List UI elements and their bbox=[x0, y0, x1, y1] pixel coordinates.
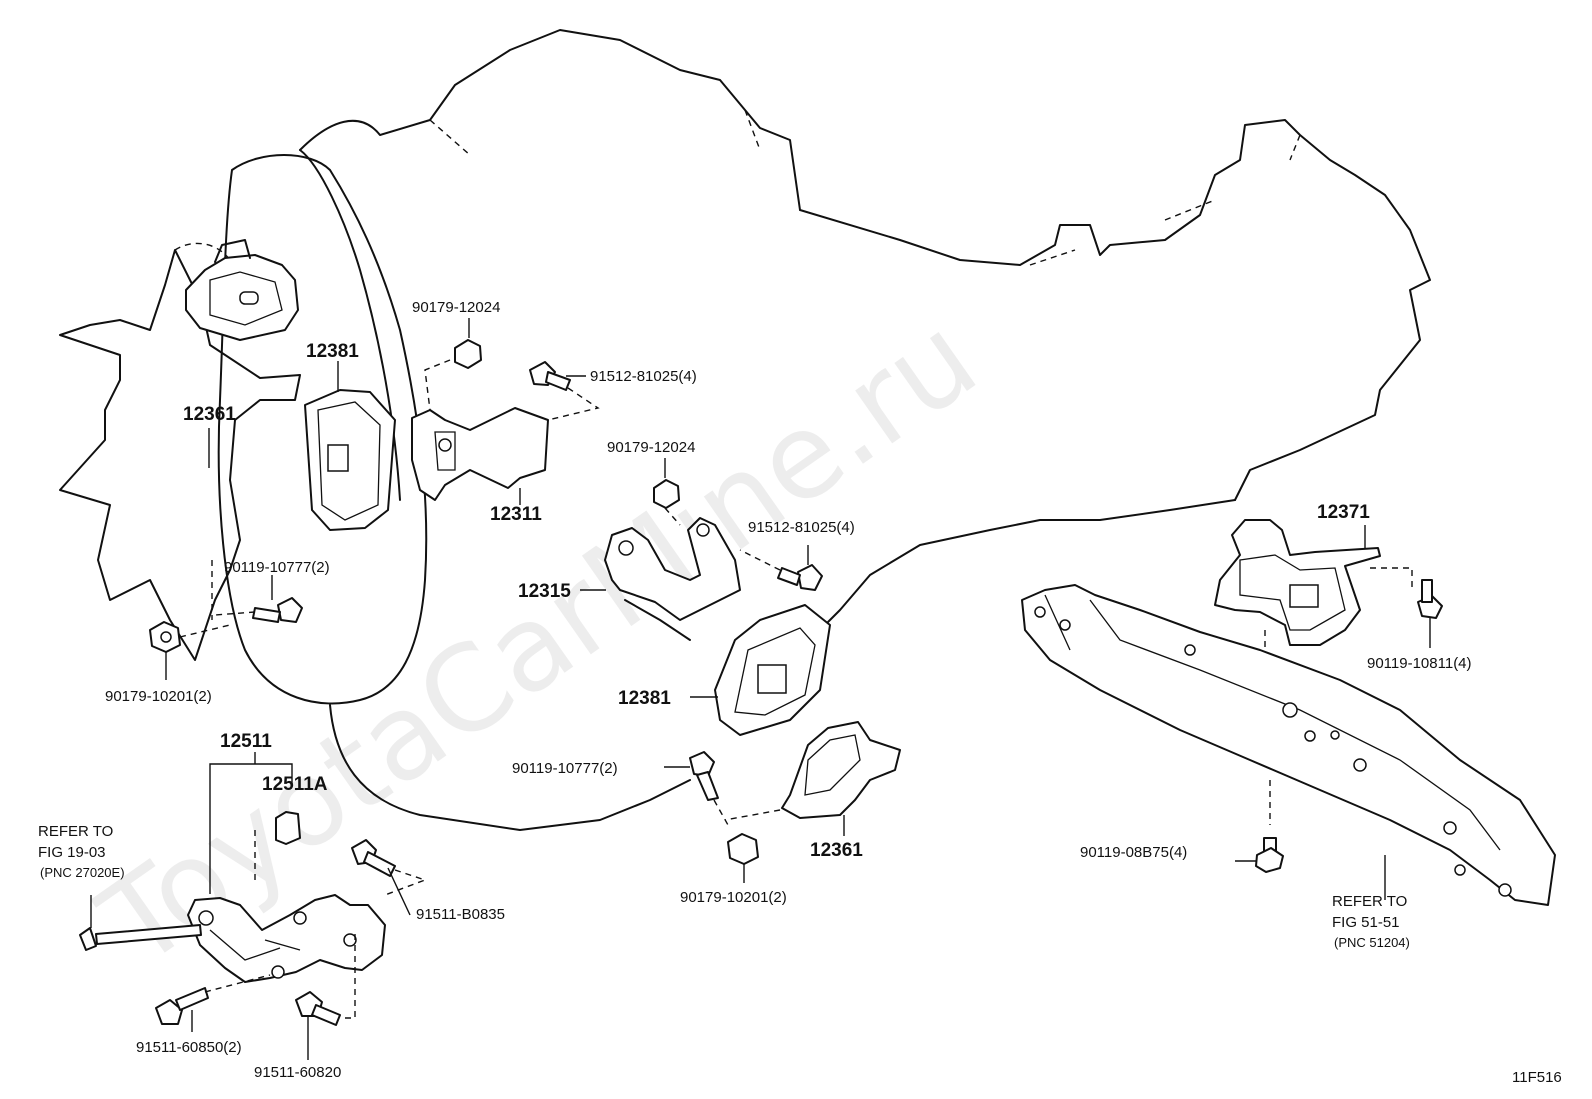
bolt-91511-60850 bbox=[155, 974, 271, 1032]
label-91511-60850: 91511-60850(2) bbox=[136, 1039, 242, 1056]
label-90119-10777-mid: 90119-10777(2) bbox=[512, 760, 618, 777]
label-91511-b0835: 91511-B0835 bbox=[416, 906, 505, 923]
label-90119-10777-left: 90119-10777(2) bbox=[224, 559, 330, 576]
label-90179-10201-mid: 90179-10201(2) bbox=[680, 889, 787, 906]
part-12361-mount-left bbox=[185, 239, 299, 468]
nut-90179-12024-mid bbox=[653, 458, 681, 526]
bolt-91512-81025-mid bbox=[739, 545, 823, 591]
label-12311: 12311 bbox=[490, 504, 542, 525]
refer-left-line2: FIG 19-03 bbox=[38, 844, 106, 861]
refer-left-line1: REFER TO bbox=[38, 823, 113, 840]
nut-90179-10201-mid bbox=[727, 833, 759, 883]
refer-left-line3: (PNC 27020E) bbox=[40, 865, 125, 880]
label-12511: 12511 bbox=[220, 731, 272, 752]
bolt-90119-10777-left bbox=[214, 575, 303, 623]
part-12315-bracket bbox=[580, 517, 741, 621]
bolt-91511-60820 bbox=[295, 930, 356, 1060]
bolt-90119-10777-mid bbox=[664, 751, 729, 826]
label-12361-mid: 12361 bbox=[810, 840, 863, 861]
figure-code: 11F516 bbox=[1512, 1069, 1562, 1086]
label-12381-top: 12381 bbox=[306, 341, 359, 362]
label-12361-left: 12361 bbox=[183, 404, 236, 425]
label-90119-10811: 90119-10811(4) bbox=[1367, 655, 1472, 672]
watermark: ToyotaCarMine.ru bbox=[76, 289, 1000, 994]
label-90179-10201-left: 90179-10201(2) bbox=[105, 688, 212, 705]
nut-90179-12024-top bbox=[424, 318, 482, 411]
long-bolt bbox=[79, 895, 202, 951]
label-91512-81025-mid: 91512-81025(4) bbox=[748, 519, 855, 536]
label-90119-08b75: 90119-08B75(4) bbox=[1080, 844, 1187, 861]
part-12511-bracket bbox=[187, 752, 386, 983]
labels: 12381 12361 90179-12024 91512-81025(4) 1… bbox=[38, 299, 1562, 1086]
label-90179-12024-mid: 90179-12024 bbox=[607, 439, 695, 456]
refer-right-line3: (PNC 51204) bbox=[1334, 935, 1410, 950]
refer-right-line2: FIG 51-51 bbox=[1332, 914, 1400, 931]
refer-right-line1: REFER TO bbox=[1332, 893, 1407, 910]
label-91511-60820: 91511-60820 bbox=[254, 1064, 341, 1081]
label-12381-mid: 12381 bbox=[618, 688, 671, 709]
nut-90179-10201-left bbox=[149, 560, 231, 680]
part-12511A-collar bbox=[254, 811, 301, 880]
part-12361-mount-mid bbox=[724, 721, 901, 836]
bolt-91511-b0835 bbox=[351, 839, 428, 916]
label-91512-81025-top: 91512-81025(4) bbox=[590, 368, 697, 385]
label-12315: 12315 bbox=[518, 581, 571, 602]
label-12511A: 12511A bbox=[262, 774, 328, 795]
label-90179-12024-top: 90179-12024 bbox=[412, 299, 500, 316]
bolt-90119-08b75 bbox=[1235, 837, 1284, 873]
crossmember bbox=[1021, 584, 1556, 906]
cooling-fan bbox=[59, 242, 301, 661]
engine-transmission-outline bbox=[299, 29, 1431, 831]
bolt-91512-81025-top bbox=[529, 361, 600, 421]
bolt-90119-10811 bbox=[1417, 579, 1443, 648]
part-12371-rear-mount bbox=[1214, 519, 1413, 700]
label-12371: 12371 bbox=[1317, 502, 1370, 523]
part-12381-cushion-mid bbox=[690, 604, 831, 736]
part-12311-bracket bbox=[411, 407, 549, 505]
part-12381-cushion-left bbox=[304, 361, 396, 531]
